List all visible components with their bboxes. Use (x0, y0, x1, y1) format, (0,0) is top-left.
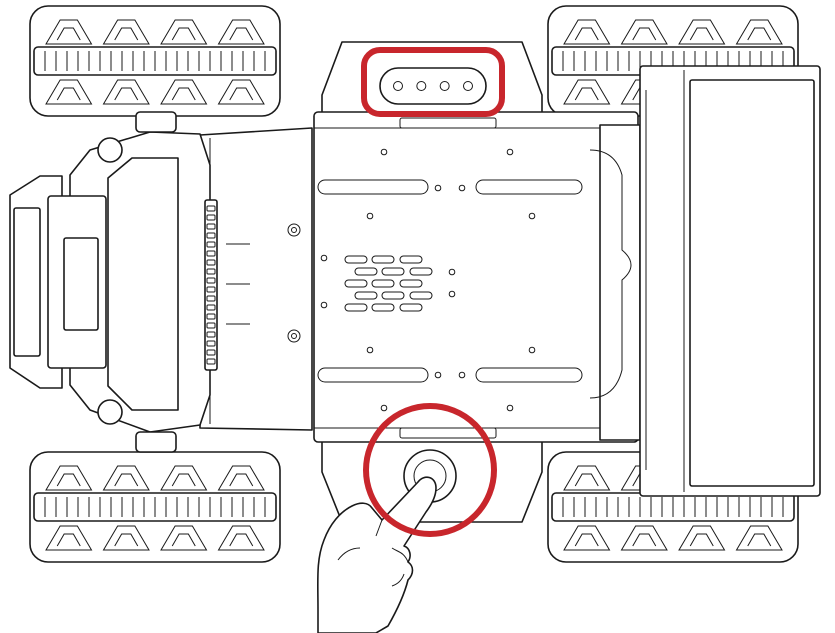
sensor-stud (206, 286, 216, 293)
chassis-plate (313, 111, 639, 443)
vent-slot (344, 255, 368, 264)
sensor-stud (206, 277, 216, 284)
vent-slot (354, 291, 378, 300)
sensor-stud (206, 358, 216, 365)
armor-plate (589, 65, 821, 497)
mount-hole (506, 148, 514, 156)
vent-slot (344, 303, 368, 312)
sensor-stud (206, 223, 216, 230)
power-button-highlight-circle (363, 403, 497, 537)
sensor-stud (206, 304, 216, 311)
pointing-hand-icon (316, 476, 437, 633)
sensor-stud (206, 232, 216, 239)
sensor-stud (206, 259, 216, 266)
sensor-stud (206, 241, 216, 248)
mecanum-wheel-icon (29, 5, 281, 117)
mount-hole (366, 212, 374, 220)
sensor-stud (206, 349, 216, 356)
sensor-stud (206, 268, 216, 275)
mount-hole (366, 346, 374, 354)
mount-hole (434, 184, 442, 192)
mount-hole (528, 212, 536, 220)
mount-hole (380, 404, 388, 412)
vent-slot (399, 255, 423, 264)
mount-hole (506, 404, 514, 412)
vent-slot (354, 267, 378, 276)
sensor-stud (206, 313, 216, 320)
vent-slot (344, 279, 368, 288)
led-highlight-box (361, 47, 505, 117)
vent-slot (409, 267, 433, 276)
mount-hole (528, 346, 536, 354)
mecanum-wheel-icon (29, 451, 281, 563)
indicator-led (439, 81, 450, 91)
sensor-stud (206, 214, 216, 221)
vent-slot (399, 303, 423, 312)
mount-hole (380, 148, 388, 156)
sensor-stud (206, 205, 216, 212)
indicator-led (416, 81, 427, 91)
mount-hole (458, 184, 466, 192)
vent-slot (371, 279, 395, 288)
mount-hole (458, 371, 466, 379)
sensor-stud (206, 340, 216, 347)
sensor-stud (206, 331, 216, 338)
mount-hole (434, 371, 442, 379)
mount-holes (320, 148, 536, 412)
sensor-stud (206, 250, 216, 257)
indicator-led (463, 81, 473, 91)
vent-slot (409, 291, 433, 300)
vent-slot (399, 279, 423, 288)
sensor-stud (206, 295, 216, 302)
vent-slot (371, 303, 395, 312)
vent-slot (381, 267, 405, 276)
vent-slot (371, 255, 395, 264)
mount-hole (448, 290, 456, 298)
indicator-led (393, 81, 403, 91)
gimbal-head (9, 111, 313, 453)
sensor-stud (206, 322, 216, 329)
mount-hole (448, 268, 456, 276)
indicator-leds (393, 81, 473, 91)
indicator-led-strip (379, 67, 487, 105)
vent-grille (344, 255, 433, 312)
vent-slot (381, 291, 405, 300)
mount-hole (320, 254, 328, 262)
sensor-studs (206, 205, 250, 365)
mount-hole (320, 301, 328, 309)
